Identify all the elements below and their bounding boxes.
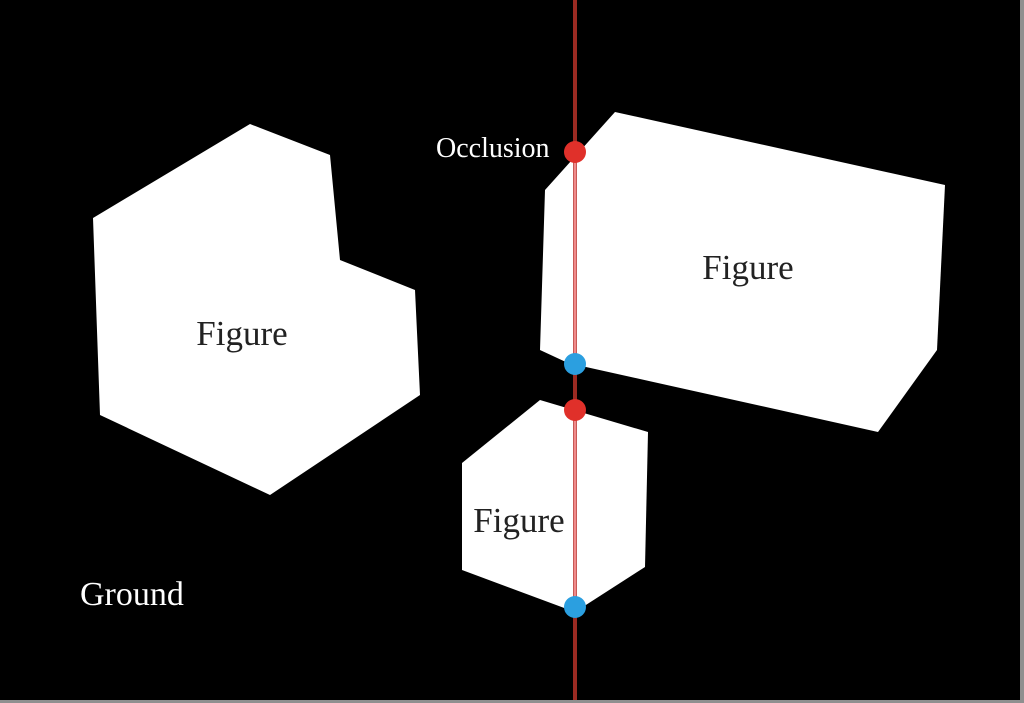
occlusion-label: Occlusion: [436, 133, 550, 164]
contact-marker-top: [564, 353, 586, 375]
figure-right-label: Figure: [702, 248, 793, 287]
figure-right-shape: [540, 112, 945, 432]
figure-bottom-label: Figure: [473, 501, 564, 540]
ground-label: Ground: [80, 576, 184, 613]
frame-bottom-border: [0, 700, 1024, 703]
occlusion-marker-bottom: [564, 399, 586, 421]
figure-left-shape: [93, 124, 420, 495]
contact-label: Contact: [591, 340, 678, 371]
figure-left-label: Figure: [196, 314, 287, 353]
frame-right-border: [1020, 0, 1024, 703]
figure-bottom-shape: [462, 400, 648, 612]
contact-marker-bottom: [564, 596, 586, 618]
occlusion-marker-top: [564, 141, 586, 163]
